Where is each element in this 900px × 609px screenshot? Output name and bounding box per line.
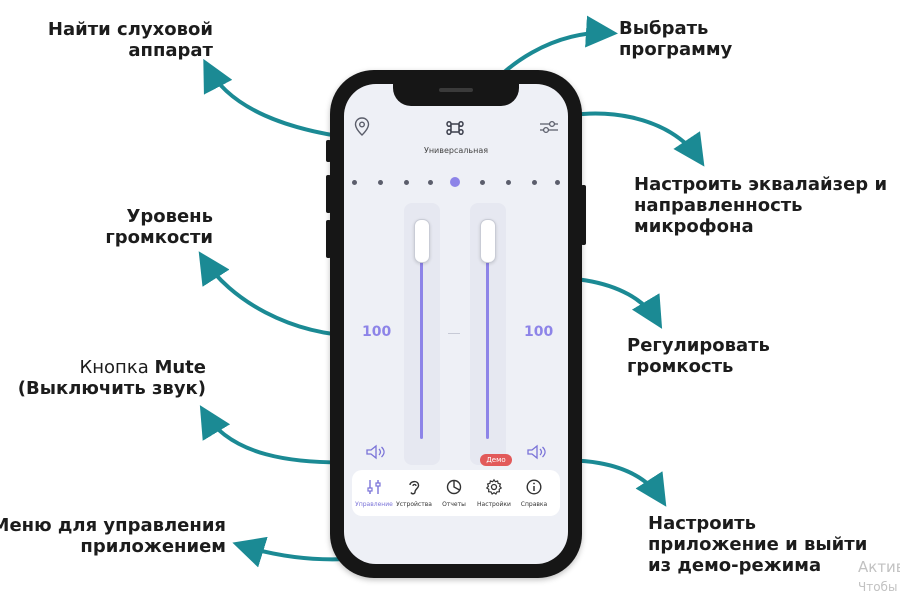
equalizer-settings-icon[interactable] (538, 117, 560, 137)
nav-item-help[interactable]: Справка (514, 470, 554, 516)
gear-icon (485, 478, 503, 495)
nav-item-reports[interactable]: Отчеты (434, 470, 474, 516)
callout-mute: Кнопка Mute (Выключить звук) (17, 357, 206, 399)
nav-item-devices[interactable]: Устройства (394, 470, 434, 516)
left-volume-slider[interactable] (404, 203, 440, 465)
chart-icon (446, 479, 462, 495)
volume-separator (448, 333, 460, 334)
left-mute-speaker-icon[interactable] (364, 442, 386, 462)
callout-settings: Настроить приложение и выйти из демо-реж… (648, 513, 868, 576)
sliders-icon (367, 480, 381, 494)
nav-item-control[interactable]: Управление (354, 470, 394, 516)
program-dot[interactable] (506, 180, 511, 185)
program-dot[interactable] (428, 180, 433, 185)
callout-choose-program: Выбрать программу (619, 18, 733, 60)
program-dot[interactable] (378, 180, 383, 185)
info-icon (526, 479, 542, 495)
bottom-nav-menu: Управление Устройства Отчеты (352, 470, 560, 516)
program-dot[interactable] (532, 180, 537, 185)
phone-volume-up-button (326, 175, 331, 213)
right-volume-value: 100 (524, 324, 554, 340)
watermark-line-1: Актив (858, 558, 900, 576)
right-volume-slider[interactable] (470, 203, 506, 465)
demo-badge: Демо (480, 454, 512, 466)
program-name: Универсальная (423, 146, 489, 155)
right-volume-fill (486, 257, 489, 439)
app-screen: Универсальная 100 100 (344, 84, 568, 564)
location-pin-icon[interactable] (352, 116, 372, 138)
program-dots[interactable] (344, 174, 568, 194)
left-volume-knob[interactable] (414, 219, 430, 263)
phone-notch (393, 84, 519, 106)
program-dot[interactable] (555, 180, 560, 185)
left-volume-value: 100 (362, 324, 392, 340)
program-dot[interactable] (352, 180, 357, 185)
right-volume-knob[interactable] (480, 219, 496, 263)
phone-power-button (581, 185, 586, 245)
phone-side-button (326, 140, 331, 162)
program-dot-active[interactable] (450, 177, 460, 187)
phone-mockup: Универсальная 100 100 (326, 70, 586, 578)
program-dot[interactable] (404, 180, 409, 185)
watermark-line-2: Чтобы (858, 580, 898, 594)
left-volume-fill (420, 257, 423, 439)
right-mute-speaker-icon[interactable] (525, 442, 547, 462)
callout-menu: Меню для управления приложением (0, 515, 226, 557)
callout-equalizer: Настроить эквалайзер и направленность ми… (634, 174, 888, 237)
program-dot[interactable] (480, 180, 485, 185)
phone-volume-down-button (326, 220, 331, 258)
program-select-icon[interactable] (443, 116, 467, 140)
ear-icon (409, 480, 420, 495)
nav-item-settings[interactable]: Настройки (474, 470, 514, 516)
callout-adjust-volume: Регулировать громкость (627, 335, 770, 377)
callout-find-device: Найти слуховой аппарат (47, 19, 213, 61)
callout-volume-level: Уровень громкости (105, 206, 213, 248)
